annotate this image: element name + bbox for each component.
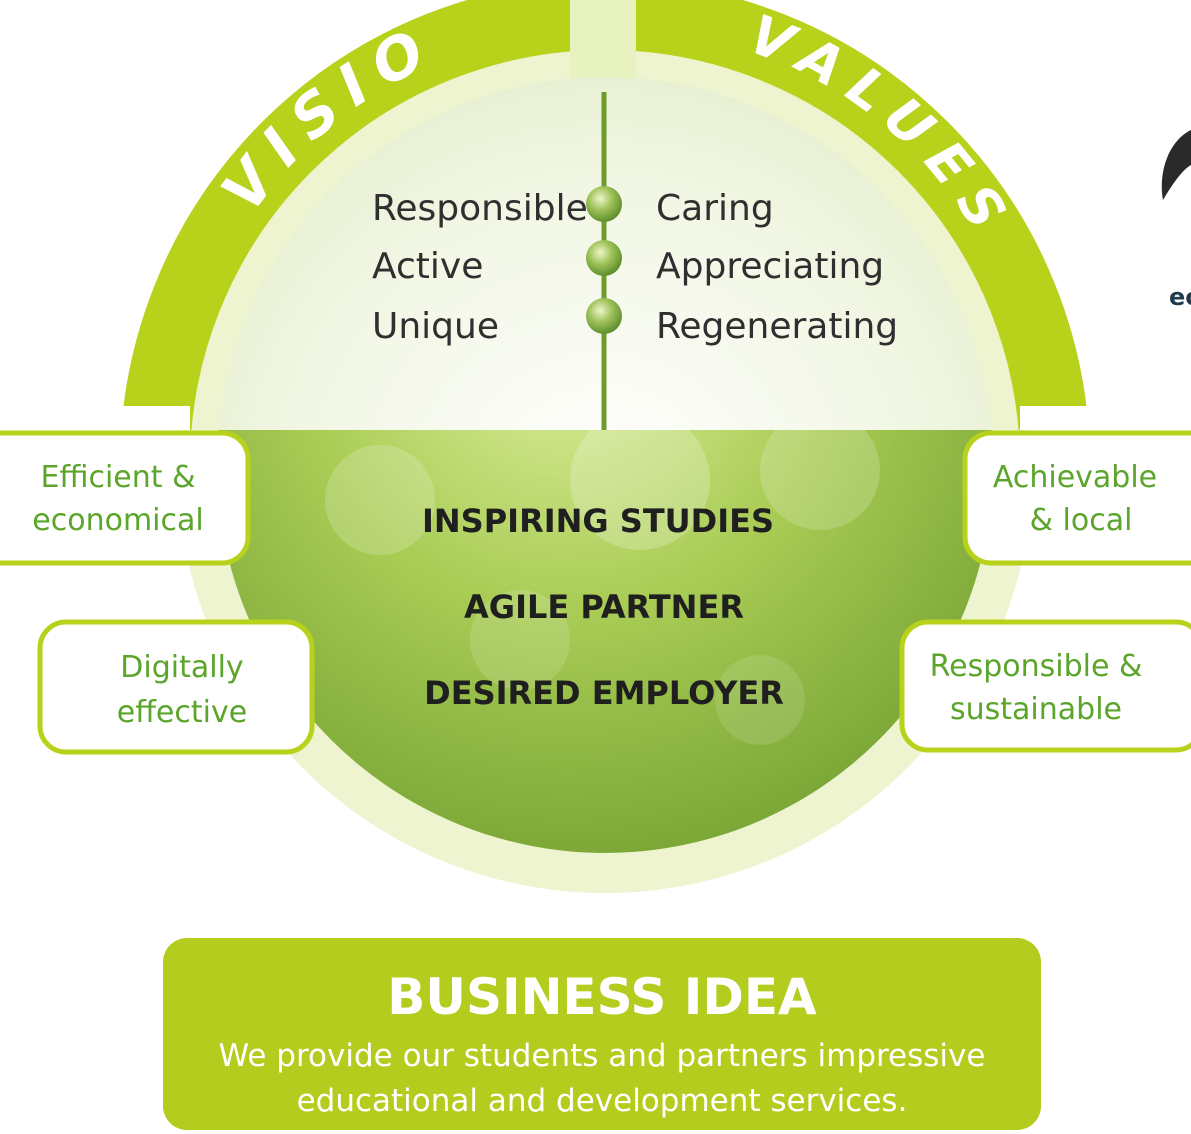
value-item: Responsible [372, 188, 588, 229]
strategy-label: Efficient & [41, 460, 196, 495]
pearl-icon [586, 298, 622, 334]
strategy-box-digital [37, 619, 315, 755]
pearl-icon [586, 240, 622, 276]
strategy-label: Digitally [120, 650, 243, 685]
strategy-label: Achievable [993, 460, 1157, 495]
business-idea-text: educational and development services. [297, 1083, 908, 1119]
value-item: Active [372, 246, 483, 287]
leaf-logo-icon [1161, 130, 1191, 200]
value-item: Caring [656, 188, 774, 229]
business-idea-box [163, 938, 1041, 1130]
strategy-label: sustainable [950, 692, 1122, 727]
business-idea-title: BUSINESS IDEA [387, 968, 817, 1026]
value-item: Appreciating [656, 246, 884, 287]
ring-top-gap [570, 0, 636, 90]
pearl-icon [586, 186, 622, 222]
value-item: Unique [372, 306, 499, 347]
strategy-box-achievable [962, 430, 1191, 566]
bokeh-decoration [325, 430, 880, 745]
inner-lower-half [217, 430, 993, 853]
strategy-label: Responsible & [930, 649, 1143, 684]
goal-item: INSPIRING STUDIES [422, 502, 774, 540]
strategy-label: economical [32, 503, 203, 538]
goal-item: AGILE PARTNER [464, 588, 744, 626]
strategy-label: & local [1030, 503, 1133, 538]
ring-left-gap [120, 406, 190, 430]
strategy-label: effective [117, 695, 247, 730]
logo-text-fragment: ec [1169, 283, 1191, 311]
value-item: Regenerating [656, 306, 898, 347]
goal-item: DESIRED EMPLOYER [424, 674, 784, 712]
ring-right-gap [1020, 406, 1090, 430]
business-idea-text: We provide our students and partners imp… [219, 1038, 986, 1074]
strategy-box-efficient [0, 430, 251, 566]
strategy-box-responsible [899, 619, 1191, 753]
